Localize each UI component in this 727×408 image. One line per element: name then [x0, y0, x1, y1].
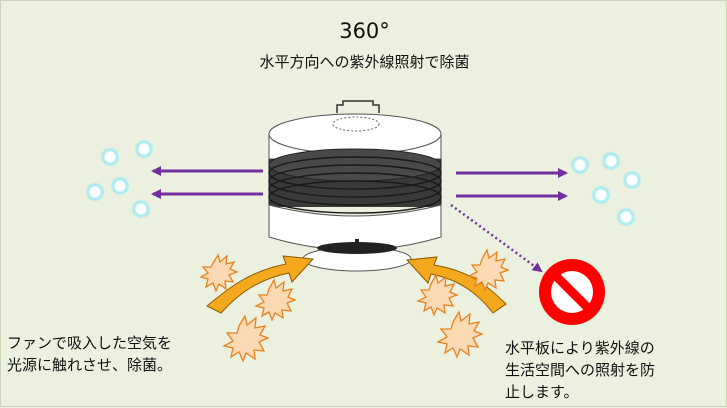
airflow-arrow — [206, 255, 315, 314]
sterilized-particle-icon — [616, 207, 636, 227]
prohibited-icon — [539, 259, 605, 325]
blocked-uv-arrow — [450, 203, 543, 273]
shield-caption-line: 水平板により紫外線の — [505, 339, 655, 357]
germ-icon — [254, 278, 297, 322]
germs — [199, 248, 510, 363]
intake-caption-line: ファンで吸入した空気を — [7, 334, 173, 352]
sterilized-particle-icon — [591, 185, 611, 205]
sterilized-particle-icon — [100, 147, 120, 167]
sterilized-particle-icon — [110, 176, 130, 196]
sterilized-particle-icon — [131, 199, 151, 219]
germ-icon — [222, 314, 270, 363]
sterilized-particle-icon — [601, 151, 621, 171]
device-illustration — [268, 100, 442, 272]
sterilized-particle-icon — [85, 182, 105, 202]
germ-icon — [199, 253, 239, 293]
germ-icon — [467, 248, 510, 292]
uv-arrows-left — [151, 166, 263, 199]
description-label: 水平方向への紫外線照射で除菌 — [259, 53, 470, 71]
shield-caption-line: 生活空間への照射を防 — [505, 361, 656, 379]
intake-caption: ファンで吸入した空気を 光源に触れさせ、除菌。 — [7, 332, 172, 376]
airflow-arrows — [206, 255, 507, 314]
sterilized-particles-right — [570, 151, 642, 227]
shield-caption: 水平板により紫外線の 生活空間への照射を防 止します。 — [505, 337, 655, 403]
intake-caption-line: 光源に触れさせ、除菌。 — [7, 356, 173, 374]
light-source-coil — [268, 148, 442, 214]
sterilized-particles-left — [85, 139, 154, 219]
germ-icon — [416, 273, 459, 317]
shield-caption-line: 止します。 — [505, 383, 579, 401]
sterilized-particle-icon — [622, 170, 642, 190]
uv-arrows-right — [456, 168, 568, 201]
sterilized-particle-icon — [134, 139, 154, 159]
angle-label: 360° — [339, 19, 390, 43]
sterilized-particle-icon — [570, 155, 590, 175]
germ-icon — [436, 310, 484, 359]
